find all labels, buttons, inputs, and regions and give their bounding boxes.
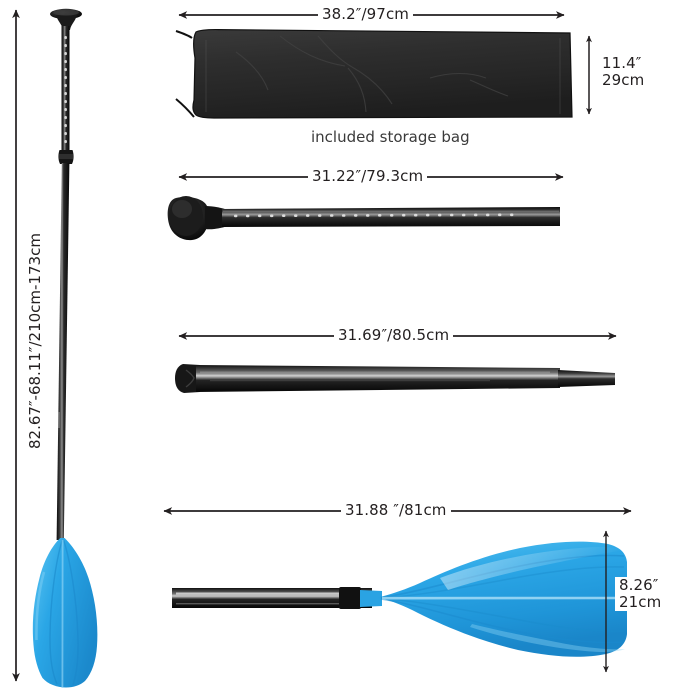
paddle-grip bbox=[50, 8, 82, 30]
bag-caption: included storage bag bbox=[311, 128, 470, 146]
blade-width-label: 8.26″ 21cm bbox=[615, 576, 666, 611]
handle-adjustment-holes bbox=[234, 213, 514, 218]
bag-height-label-cm: 29cm bbox=[602, 70, 645, 89]
shaft-clamp bbox=[58, 150, 74, 164]
handle-section-figure bbox=[167, 173, 564, 241]
blade-width-label-inches: 8.26″ bbox=[619, 576, 659, 594]
assembled-paddle-figure bbox=[12, 8, 98, 689]
blade-ferrule bbox=[339, 587, 361, 609]
blade-body bbox=[378, 541, 627, 657]
middle-shaft-ferrule bbox=[558, 370, 615, 387]
bag-height-label: 11.4″ 29cm bbox=[598, 54, 649, 89]
bag-height-label-inches: 11.4″ bbox=[602, 54, 642, 72]
bag-body bbox=[192, 28, 573, 119]
handle-length-label: 31.22″/79.3cm bbox=[308, 168, 428, 185]
middle-shaft-cap bbox=[175, 364, 200, 393]
middle-shaft-tube bbox=[196, 365, 560, 392]
bag-cord-bottom bbox=[175, 98, 195, 118]
paddle-upper-shaft bbox=[61, 26, 70, 154]
paddle-lower-shaft bbox=[56, 163, 70, 540]
storage-bag-figure bbox=[175, 11, 592, 119]
paddle-blade-vertical bbox=[32, 538, 98, 689]
blade-width-label-cm: 21cm bbox=[619, 592, 662, 611]
blade-neck bbox=[360, 590, 382, 607]
bag-cord-top bbox=[175, 30, 193, 39]
blade-section-figure bbox=[163, 507, 632, 673]
blade-length-label: 31.88 ″/81cm bbox=[341, 502, 451, 519]
middle-shaft-figure bbox=[175, 332, 617, 393]
adjustment-holes bbox=[64, 36, 67, 144]
middle-shaft-length-label: 31.69″/80.5cm bbox=[334, 327, 454, 344]
overall-length-label: 82.67″-68.11″/210cm-173cm bbox=[26, 230, 44, 452]
bag-width-label: 38.2″/97cm bbox=[318, 6, 414, 23]
